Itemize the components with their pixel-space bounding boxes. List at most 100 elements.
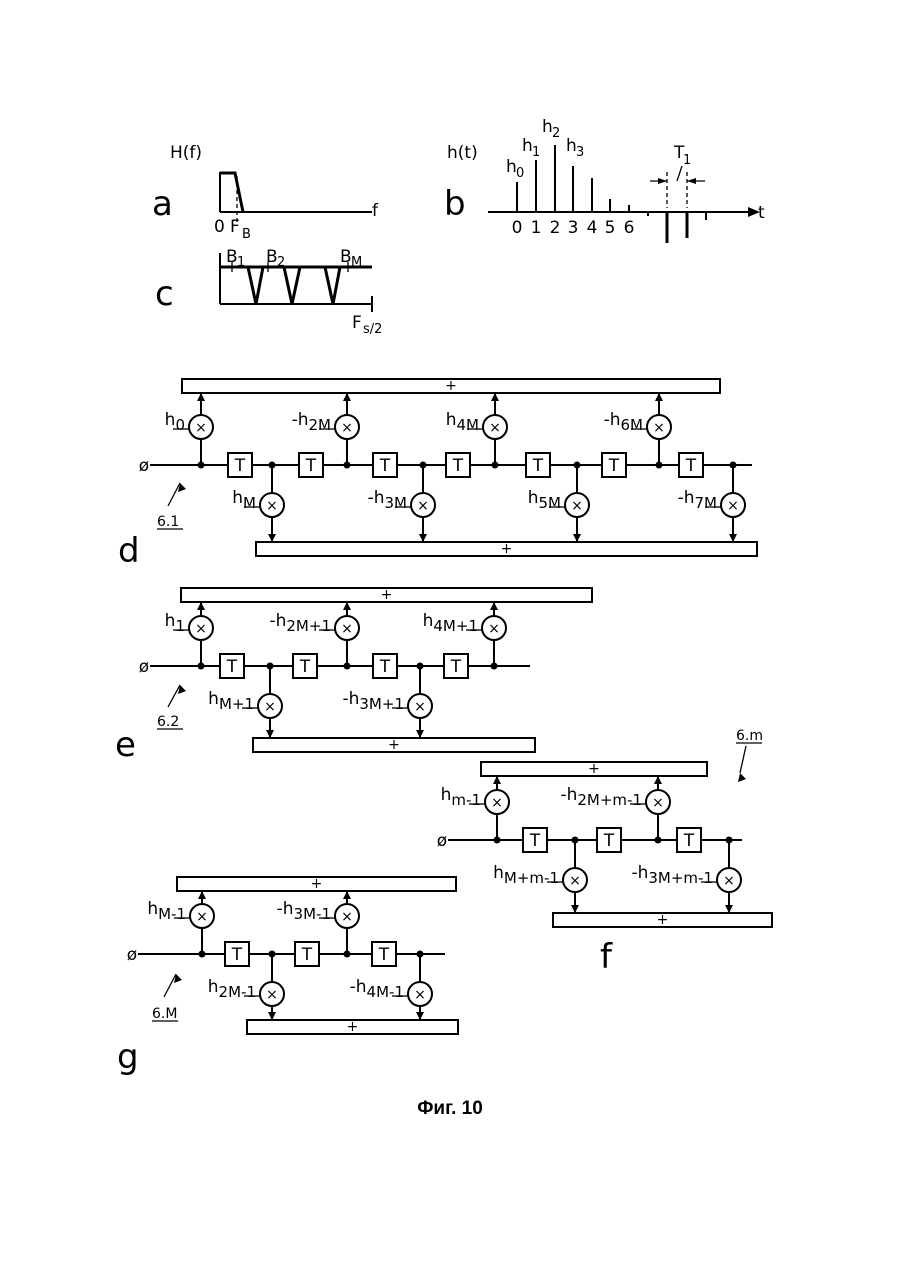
coef-base: h (232, 488, 243, 508)
reference-arrow (740, 746, 746, 773)
multiplier-symbol: × (414, 699, 426, 715)
coefficient-label: h0 (165, 410, 185, 434)
multiplier-symbol: × (571, 498, 583, 514)
multiplier-symbol: × (341, 420, 353, 436)
coefficient-label: h1 (165, 611, 185, 635)
coefficient-label: hM-1 (147, 899, 186, 923)
coef-base: -h (350, 977, 367, 997)
multiplier-symbol: × (653, 420, 665, 436)
arrow-head (573, 534, 581, 542)
coefficient-label: hM (232, 488, 256, 512)
arrow-head (416, 730, 424, 738)
coef-base: h (441, 785, 452, 805)
multiplier-symbol: × (266, 987, 278, 1003)
tick-label: 4 (587, 218, 598, 238)
band-label: B (340, 247, 352, 267)
filter-reference: 6.m (736, 728, 763, 744)
multiplier-symbol: × (195, 420, 207, 436)
arrow-head (493, 776, 501, 784)
axis-label-t: t (758, 203, 765, 223)
delay-label: T (603, 831, 615, 851)
tick-label: 5 (605, 218, 616, 238)
coefficient-label: -h3M (368, 488, 407, 512)
delay-label: T (299, 657, 311, 677)
multiplier-symbol: × (417, 498, 429, 514)
coef-subscript: 3M+1 (359, 695, 404, 713)
input-terminal: ø (139, 456, 149, 476)
sum-symbol: + (657, 912, 669, 928)
multiplier-symbol: × (489, 420, 501, 436)
tick-label: 0 (512, 218, 523, 238)
coef-base: -h (678, 488, 695, 508)
arrow-head (197, 393, 205, 401)
arrow-head (343, 891, 351, 899)
coefficient-label: -h3M-1 (277, 899, 331, 923)
panel-letter-c: c (155, 274, 174, 314)
coef-base: h (208, 977, 219, 997)
sum-symbol: + (445, 378, 457, 394)
reference-arrow (168, 483, 180, 506)
coef-subscript: 4M+1 (433, 617, 478, 635)
sum-symbol: + (501, 541, 513, 557)
arrow-head (268, 1012, 276, 1020)
coefficient-label: -h7M (678, 488, 717, 512)
delay-label: T (532, 456, 544, 476)
input-terminal: ø (139, 657, 149, 677)
tick-label: 1 (531, 218, 542, 238)
coef-base: h (528, 488, 539, 508)
axis-label-Fs: F (352, 313, 362, 333)
coef-subscript: 5M (539, 494, 562, 512)
delay-label: T (452, 456, 464, 476)
coef-subscript: 4M-1 (367, 983, 404, 1001)
coef-base: h (423, 611, 434, 631)
arrow-head (268, 534, 276, 542)
coef-subscript: 2M+1 (286, 617, 331, 635)
delay-label: T (450, 657, 462, 677)
coefficient-label: h5M (528, 488, 561, 512)
coefficient-label: -h3M+1 (342, 689, 404, 713)
coefficient-label: hM+1 (208, 689, 254, 713)
coefficient-label: -h3M+m-1 (631, 863, 713, 887)
coef-base: -h (560, 785, 577, 805)
delay-label: T (608, 456, 620, 476)
arrow-head (343, 393, 351, 401)
coef-base: h (208, 689, 219, 709)
tick-label-FB: F (230, 217, 240, 237)
sum-symbol: + (381, 587, 393, 603)
multiplier-symbol: × (266, 498, 278, 514)
axis-label-h: h(t) (447, 143, 478, 163)
panel-letter-d: d (118, 531, 140, 571)
panel-a-frequency-response (220, 172, 372, 222)
input-terminal: ø (127, 945, 137, 965)
coef-subscript: 1 (175, 617, 185, 635)
coefficient-label: -h2M (292, 410, 331, 434)
coefficient-label: h2M-1 (208, 977, 256, 1001)
axis-label-f: f (372, 201, 379, 221)
coef-subscript: 2M-1 (219, 983, 256, 1001)
multiplier-symbol: × (414, 987, 426, 1003)
arrow-head (729, 534, 737, 542)
delay-label: T (226, 657, 238, 677)
arrow-head (197, 602, 205, 610)
coef-label-sub: 0 (516, 166, 524, 181)
delay-label: T (234, 456, 246, 476)
coef-base: h (165, 611, 176, 631)
coefficient-label: -h2M+m-1 (560, 785, 642, 809)
coef-subscript: 6M (621, 416, 644, 434)
coef-base: -h (269, 611, 286, 631)
band-label-sub: M (351, 255, 362, 270)
coef-base: -h (604, 410, 621, 430)
arrow-head (725, 905, 733, 913)
arrow-head (419, 534, 427, 542)
multiplier-symbol: × (491, 795, 503, 811)
coef-base: -h (342, 689, 359, 709)
band-label: B (226, 247, 238, 267)
axis-label-Fs-sub: s/2 (363, 322, 382, 337)
arrow-head (490, 602, 498, 610)
axis-label-H: H(f) (170, 143, 202, 163)
input-terminal: ø (437, 831, 447, 851)
coef-base: -h (277, 899, 294, 919)
arrow-head (416, 1012, 424, 1020)
coef-subscript: 3M+m-1 (648, 869, 713, 887)
